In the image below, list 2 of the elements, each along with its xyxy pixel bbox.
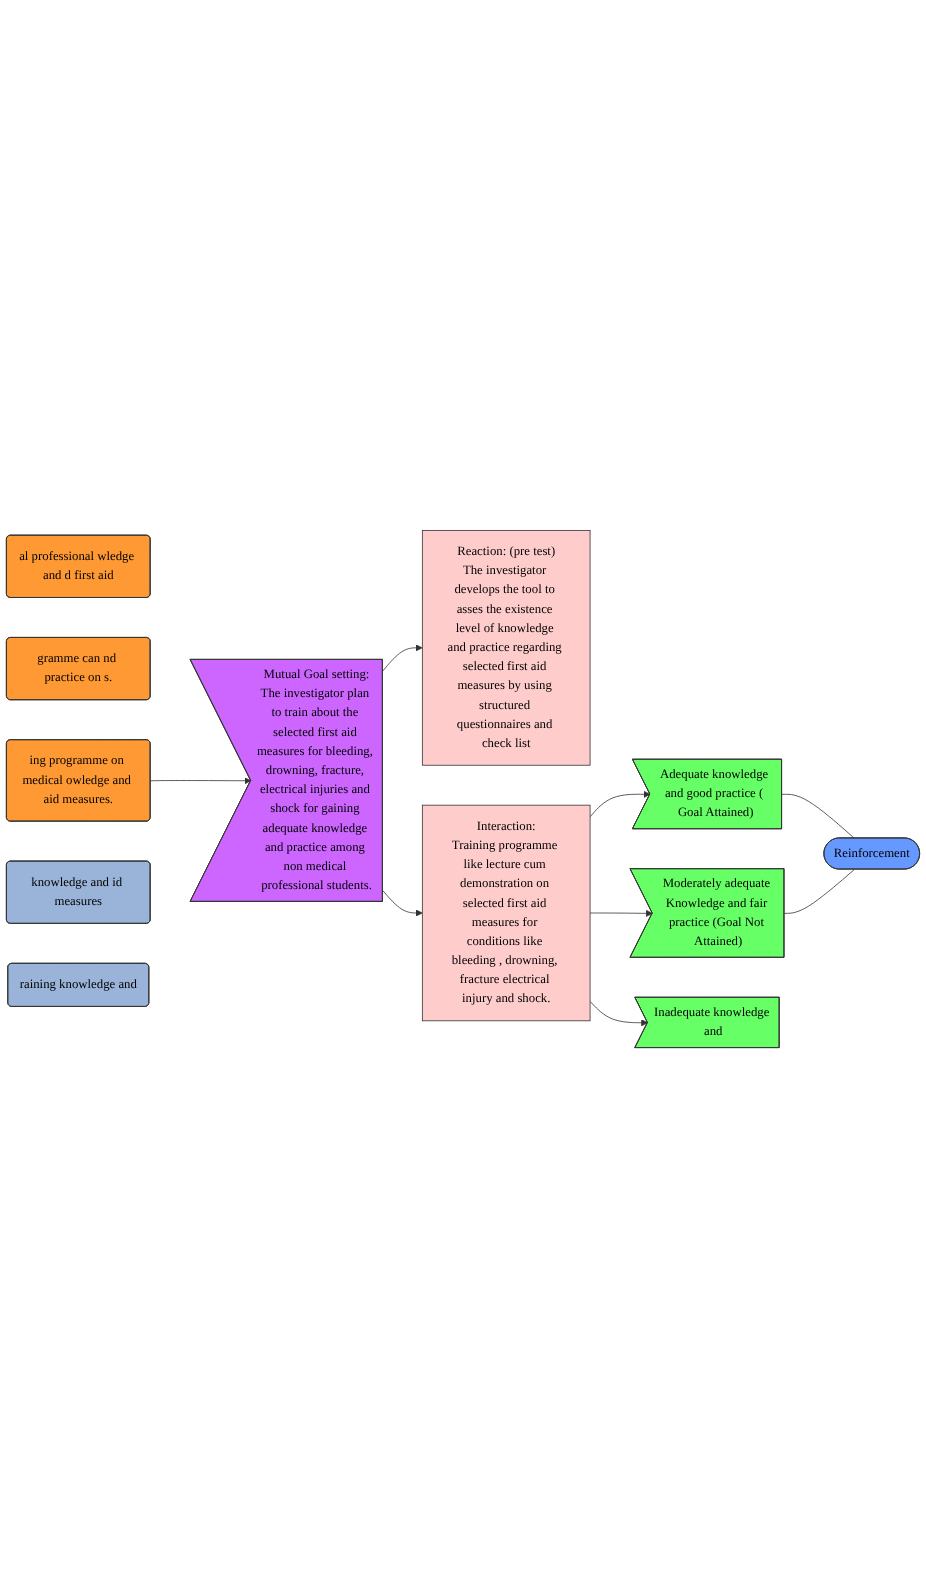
connector [783,869,855,914]
connector [781,793,855,839]
